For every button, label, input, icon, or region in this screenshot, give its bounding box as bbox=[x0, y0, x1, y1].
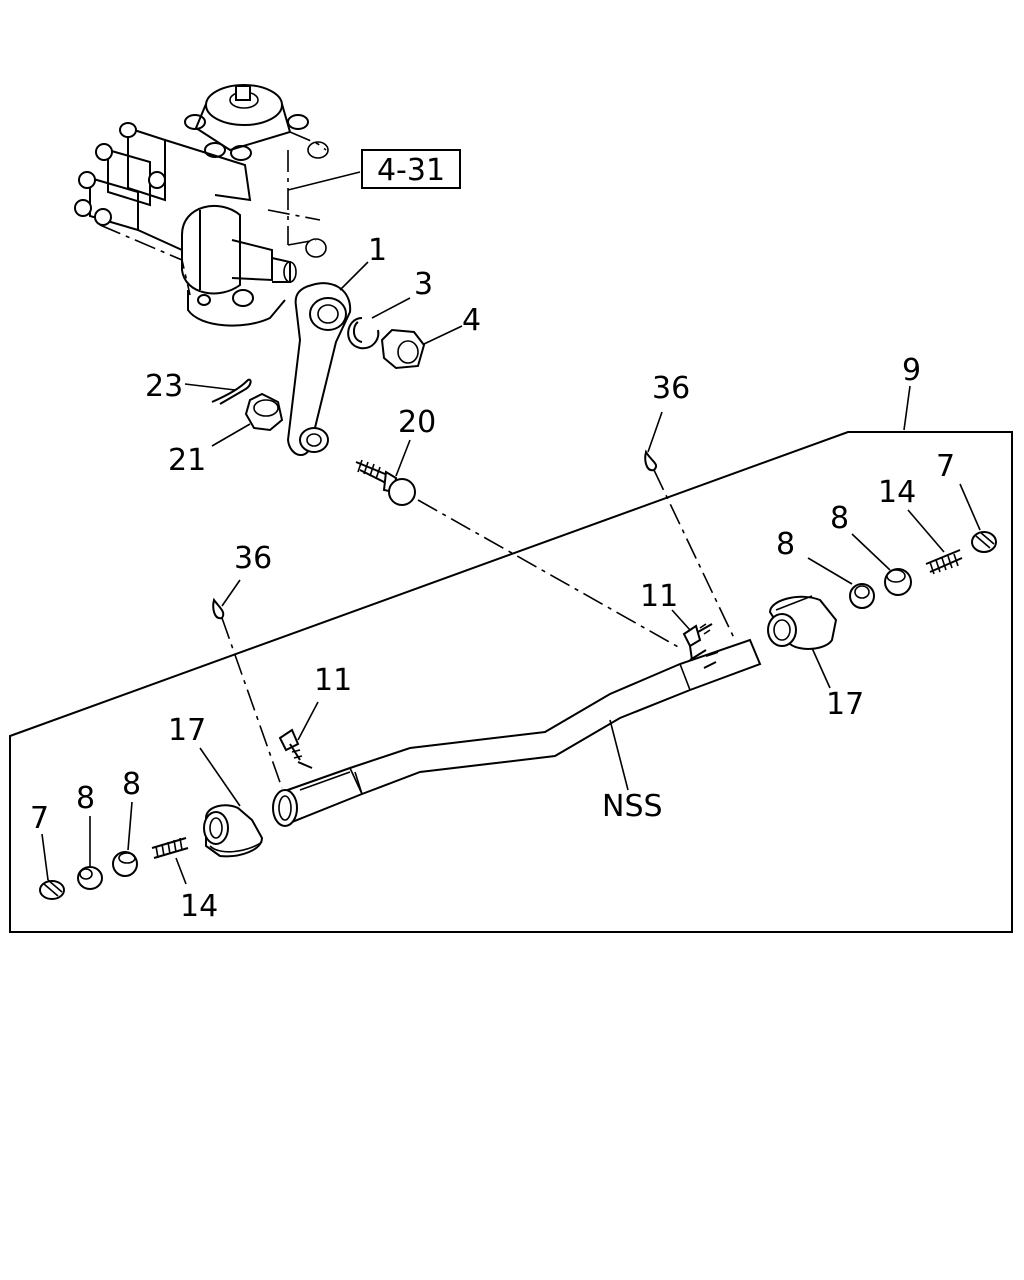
callout-21: 21 bbox=[168, 443, 206, 478]
castle-nut-icon bbox=[380, 328, 426, 370]
ball-stud-icon bbox=[355, 459, 416, 506]
callout-8-left-1: 8 bbox=[76, 781, 95, 816]
cotter-pin-icon bbox=[211, 378, 252, 405]
callout-20: 20 bbox=[398, 405, 436, 440]
callout-8-right-1: 8 bbox=[776, 527, 795, 562]
callout-36-left: 36 bbox=[234, 541, 272, 576]
reference-box[interactable]: 4-31 bbox=[361, 149, 461, 189]
boot-icon bbox=[767, 595, 838, 650]
ball-seat-icon bbox=[112, 851, 138, 877]
spring-icon bbox=[925, 549, 963, 575]
screw-plug-icon bbox=[971, 531, 997, 553]
steering-gear-housing-icon bbox=[74, 84, 361, 327]
grease-nipple-icon bbox=[278, 728, 313, 769]
cotter-pin-icon bbox=[212, 597, 225, 620]
screw-plug-icon bbox=[39, 879, 65, 900]
callout-nss: NSS bbox=[602, 789, 663, 824]
castle-nut-icon bbox=[244, 392, 284, 432]
callout-23: 23 bbox=[145, 369, 183, 404]
callout-4: 4 bbox=[462, 303, 481, 338]
callout-11-right: 11 bbox=[640, 579, 678, 614]
callout-11-left: 11 bbox=[314, 663, 352, 698]
spring-icon bbox=[151, 837, 189, 859]
callout-36-right: 36 bbox=[652, 371, 690, 406]
pitman-arm-icon bbox=[286, 282, 352, 456]
boot-icon bbox=[203, 804, 264, 858]
lock-washer-icon bbox=[347, 317, 380, 350]
callout-14-right: 14 bbox=[878, 475, 916, 510]
callout-7-right: 7 bbox=[936, 449, 955, 484]
callout-3: 3 bbox=[414, 267, 433, 302]
callout-1: 1 bbox=[368, 233, 387, 268]
callout-7-left: 7 bbox=[30, 801, 49, 836]
callout-17-right: 17 bbox=[826, 687, 864, 722]
ball-seat-icon bbox=[77, 866, 103, 890]
drag-link-tube-icon bbox=[272, 638, 762, 827]
ball-seat-icon bbox=[849, 583, 875, 609]
ball-seat-icon bbox=[884, 568, 912, 596]
assembly-boundary bbox=[9, 431, 1013, 933]
reference-label: 4-31 bbox=[377, 153, 445, 188]
callout-17-left: 17 bbox=[168, 713, 206, 748]
callout-8-right-2: 8 bbox=[830, 501, 849, 536]
callout-14-left: 14 bbox=[180, 889, 218, 924]
grease-nipple-icon bbox=[682, 623, 713, 661]
cotter-pin-icon bbox=[644, 449, 658, 472]
callout-9: 9 bbox=[902, 353, 921, 388]
callout-8-left-2: 8 bbox=[122, 767, 141, 802]
